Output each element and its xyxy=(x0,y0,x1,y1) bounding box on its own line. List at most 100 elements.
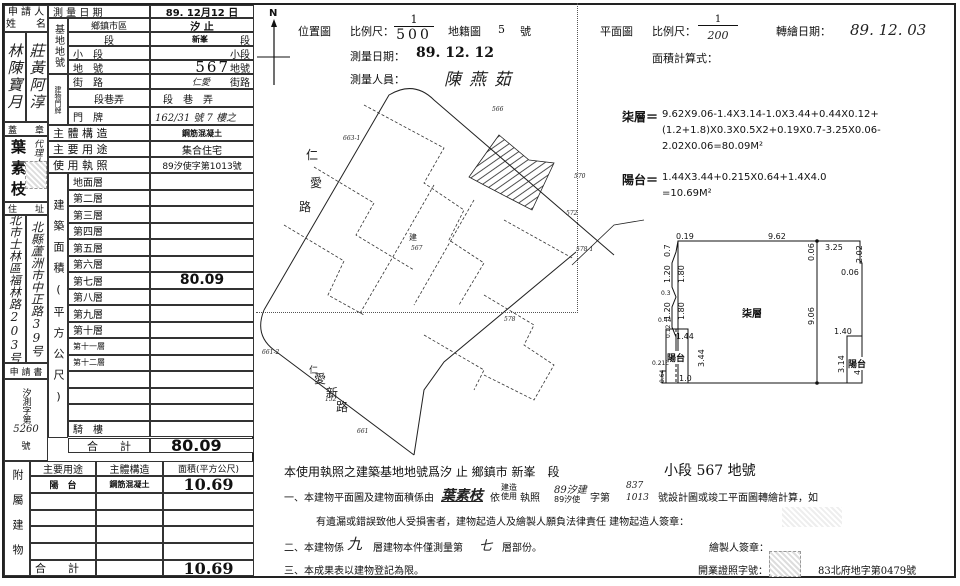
annex-area xyxy=(163,526,254,544)
street-value: 仁愛 xyxy=(191,78,210,88)
floor-area-value xyxy=(150,371,254,388)
total-label: 合 計 xyxy=(68,438,150,453)
svg-text:578: 578 xyxy=(504,316,516,323)
lot-statement-end: 小段 567 地號 xyxy=(664,463,756,479)
floor-name xyxy=(68,404,150,421)
annex-use xyxy=(30,543,96,560)
floor-name: 騎 樓 xyxy=(68,420,150,437)
structure-value: 鋼筋混凝土 xyxy=(150,125,254,141)
svg-text:路: 路 xyxy=(299,199,311,214)
svg-text:3.44: 3.44 xyxy=(697,349,706,367)
floor-area-value xyxy=(150,354,254,371)
floor-name: 第十一層 xyxy=(68,338,150,355)
calc-floor-line2: (1.2+1.8)X0.3X0.5X2+0.19X0.7-3.25X0.06- xyxy=(662,125,881,136)
annex-area xyxy=(163,543,254,560)
annex-header-use: 主要用途 xyxy=(30,461,96,476)
floor-name: 第八層 xyxy=(68,288,150,305)
svg-text:570: 570 xyxy=(574,173,586,180)
annex-use xyxy=(30,492,96,510)
svg-text:仁: 仁 xyxy=(306,148,318,162)
annex-area xyxy=(163,509,254,527)
cadastral-plot: 566 663-1 567 570 572 578 578-1 661-2 15… xyxy=(260,88,645,456)
doorplate-value: 162/31 號 7 樓之 xyxy=(150,107,254,125)
section-value: 新峯 xyxy=(192,34,208,44)
floor-name: 第三層 xyxy=(68,206,150,223)
door-label: 建物門牌 xyxy=(48,74,68,125)
floor-name: 第二層 xyxy=(68,189,150,206)
svg-text:1.80: 1.80 xyxy=(677,265,686,283)
item2-floor: 七 xyxy=(479,539,493,554)
applicant-label-line1: 申 請 人 xyxy=(7,6,45,18)
location-scale-den: 500 xyxy=(396,27,432,43)
floor-name: 第十二層 xyxy=(68,354,150,371)
floor-area-value xyxy=(150,338,254,355)
use-label: 主 要 用 途 xyxy=(48,141,150,157)
location-survey-date-label: 測量日期： xyxy=(350,50,405,63)
cadastral-label: 地籍圖 xyxy=(448,25,481,38)
floor-plan-title: 平面圖 xyxy=(600,25,633,38)
section-suffix: 段 xyxy=(240,35,250,46)
annex-use: 陽 台 xyxy=(30,476,96,493)
street-suffix: 街路 xyxy=(230,78,250,89)
dim-006b: 0.06 xyxy=(841,268,859,277)
lane-label: 段巷弄 xyxy=(68,89,150,107)
floor-area-value xyxy=(150,255,254,272)
floor-area-value xyxy=(150,288,254,305)
township-label: 鄉鎮市區 xyxy=(68,18,150,32)
floor-name xyxy=(68,371,150,388)
annex-total-blank xyxy=(96,560,163,576)
subsection-label: 小 段 xyxy=(68,46,150,60)
svg-text:新: 新 xyxy=(326,385,338,400)
annex-structure xyxy=(96,543,163,560)
svg-text:0.7: 0.7 xyxy=(663,244,672,257)
permit-type-top: 建造 xyxy=(501,483,517,492)
item1-mid: 依 xyxy=(490,493,500,504)
location-scale-label: 比例尺： xyxy=(350,25,394,38)
item1-no-bottom: 89汐使 xyxy=(554,495,581,504)
item2-prefix: 二、本建物係 xyxy=(284,543,344,554)
floor-name: 第七層 xyxy=(68,272,150,289)
floor-area-value: 80.09 xyxy=(150,272,254,289)
calc-balcony-line2: =10.69M² xyxy=(662,188,712,199)
cadastral-no: 5 xyxy=(498,23,505,36)
lane-value: 段 巷 弄 xyxy=(150,89,254,107)
building-survey-form: 申 請 人 姓 名 林陳寶月 莊黃阿淳 蓋 章 葉素枝 代理人 住 址 北市士林… xyxy=(2,3,956,578)
svg-text:0.64: 0.64 xyxy=(659,369,666,383)
license-value: 83北府地字第0479號 xyxy=(818,566,917,577)
floor-plan-scale-den: 200 xyxy=(707,29,729,42)
application-label: 申 請 書 xyxy=(4,363,48,379)
location-survey-date-value: 89. 12. 12 xyxy=(416,45,494,61)
transfer-date-value: 89. 12. 03 xyxy=(850,21,927,39)
lot-value: 567 xyxy=(195,60,230,74)
dim-140: 1.40 xyxy=(834,327,852,336)
svg-text:2.02: 2.02 xyxy=(855,245,864,263)
address-label: 住 址 xyxy=(4,202,48,215)
item1-permit-type: 建造 使用 xyxy=(501,483,517,501)
svg-text:0.12: 0.12 xyxy=(665,324,672,338)
annex-structure xyxy=(96,492,163,510)
applicant-label-line2: 姓 名 xyxy=(6,18,46,30)
svg-text:1.80: 1.80 xyxy=(677,302,686,320)
dim-03: 0.3 xyxy=(661,290,671,297)
location-map-title: 位置圖 xyxy=(298,25,331,38)
item1-num-bottom: 1013 xyxy=(626,493,649,503)
address-col2: 北縣蘆洲市中正路39号 xyxy=(26,215,48,363)
floor-name: 第十層 xyxy=(68,321,150,338)
item1-num-top: 837 xyxy=(626,481,644,491)
svg-text:9.06: 9.06 xyxy=(807,307,816,325)
svg-text:661-2: 661-2 xyxy=(262,349,279,356)
subsection-value: 小段 xyxy=(150,46,254,60)
item1-char: 字第 xyxy=(590,493,610,504)
survey-date-value: 89. 12月12 日 xyxy=(150,5,254,18)
svg-text:1.20: 1.20 xyxy=(663,265,672,283)
annex-area xyxy=(163,492,254,510)
area-calc-label: 面積計算式： xyxy=(652,52,718,65)
agent-seal-stamp xyxy=(25,161,47,189)
dim-044: 0.44 xyxy=(658,317,672,324)
annex-use xyxy=(30,526,96,544)
svg-text:152: 152 xyxy=(325,396,337,403)
transfer-date-label: 轉繪日期： xyxy=(776,25,831,38)
map-frame xyxy=(256,3,578,313)
surveyor-label: 測量人員： xyxy=(350,73,405,86)
floor-area-value xyxy=(150,404,254,421)
